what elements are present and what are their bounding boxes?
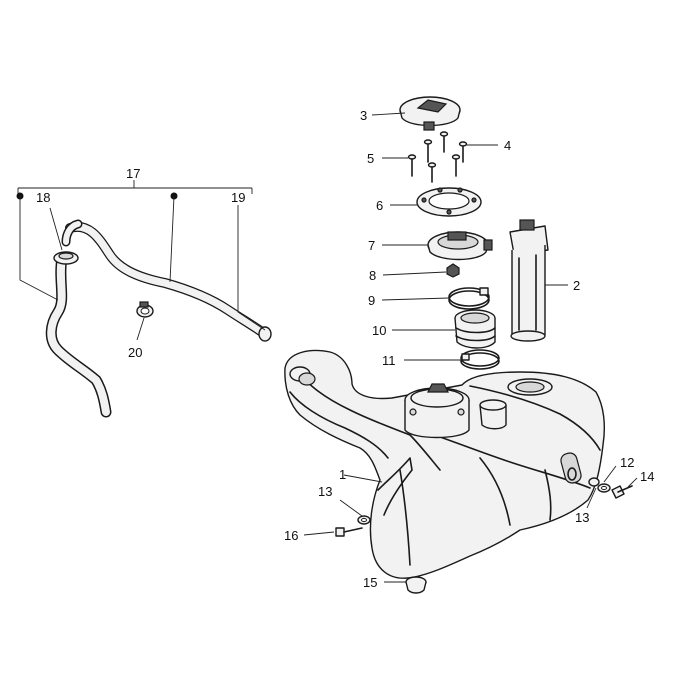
callout-4: 4: [504, 138, 511, 153]
callout-3: 3: [360, 108, 367, 123]
callout-2: 2: [573, 278, 580, 293]
grommet: [53, 251, 79, 265]
callout-13: 13: [575, 510, 589, 525]
callout-20: 20: [128, 345, 142, 360]
screw: [451, 154, 461, 177]
fuel-level-sender: [509, 219, 549, 342]
callout-9: 9: [368, 293, 375, 308]
callout-19: 19: [231, 190, 245, 205]
callout-labels: 1 2 3 4 5 6 7 8 9 10 11 12 13 13 14 15 1…: [36, 108, 654, 590]
callout-12: 12: [620, 455, 634, 470]
filler-cap: [399, 96, 461, 131]
screw: [439, 131, 449, 153]
washer-left: [357, 515, 371, 525]
callout-17: 17: [126, 166, 140, 181]
callout-14: 14: [640, 469, 654, 484]
callout-6: 6: [376, 198, 383, 213]
fuel-tank: [284, 349, 605, 594]
screw: [427, 162, 437, 183]
screw: [423, 139, 433, 163]
breather-hose: [65, 221, 272, 342]
callout-5: 5: [367, 151, 374, 166]
group-bracket: [16, 180, 266, 331]
filler-tube: [45, 219, 112, 418]
small-clamp: [136, 301, 154, 318]
callout-18: 18: [36, 190, 50, 205]
leader-lines: [49, 112, 638, 583]
lower-clamp: [460, 349, 500, 370]
bushing-right: [588, 477, 600, 487]
callout-11: 11: [382, 353, 396, 368]
washer-right: [597, 483, 611, 493]
filler-sleeve: [454, 309, 496, 349]
callout-15: 15: [363, 575, 377, 590]
hose-clamp: [448, 287, 490, 310]
callout-13: 13: [318, 484, 332, 499]
callout-16: 16: [284, 528, 298, 543]
screws-top: [407, 131, 468, 183]
callout-10: 10: [372, 323, 386, 338]
screw-right: [611, 485, 633, 499]
flange-ring: [416, 187, 482, 217]
screw-left: [335, 527, 363, 537]
nut: [446, 263, 460, 278]
callout-1: 1: [339, 467, 346, 482]
pump-flange: [427, 231, 493, 261]
screw: [458, 141, 468, 163]
screw: [407, 154, 417, 177]
callout-7: 7: [368, 238, 375, 253]
callout-8: 8: [369, 268, 376, 283]
